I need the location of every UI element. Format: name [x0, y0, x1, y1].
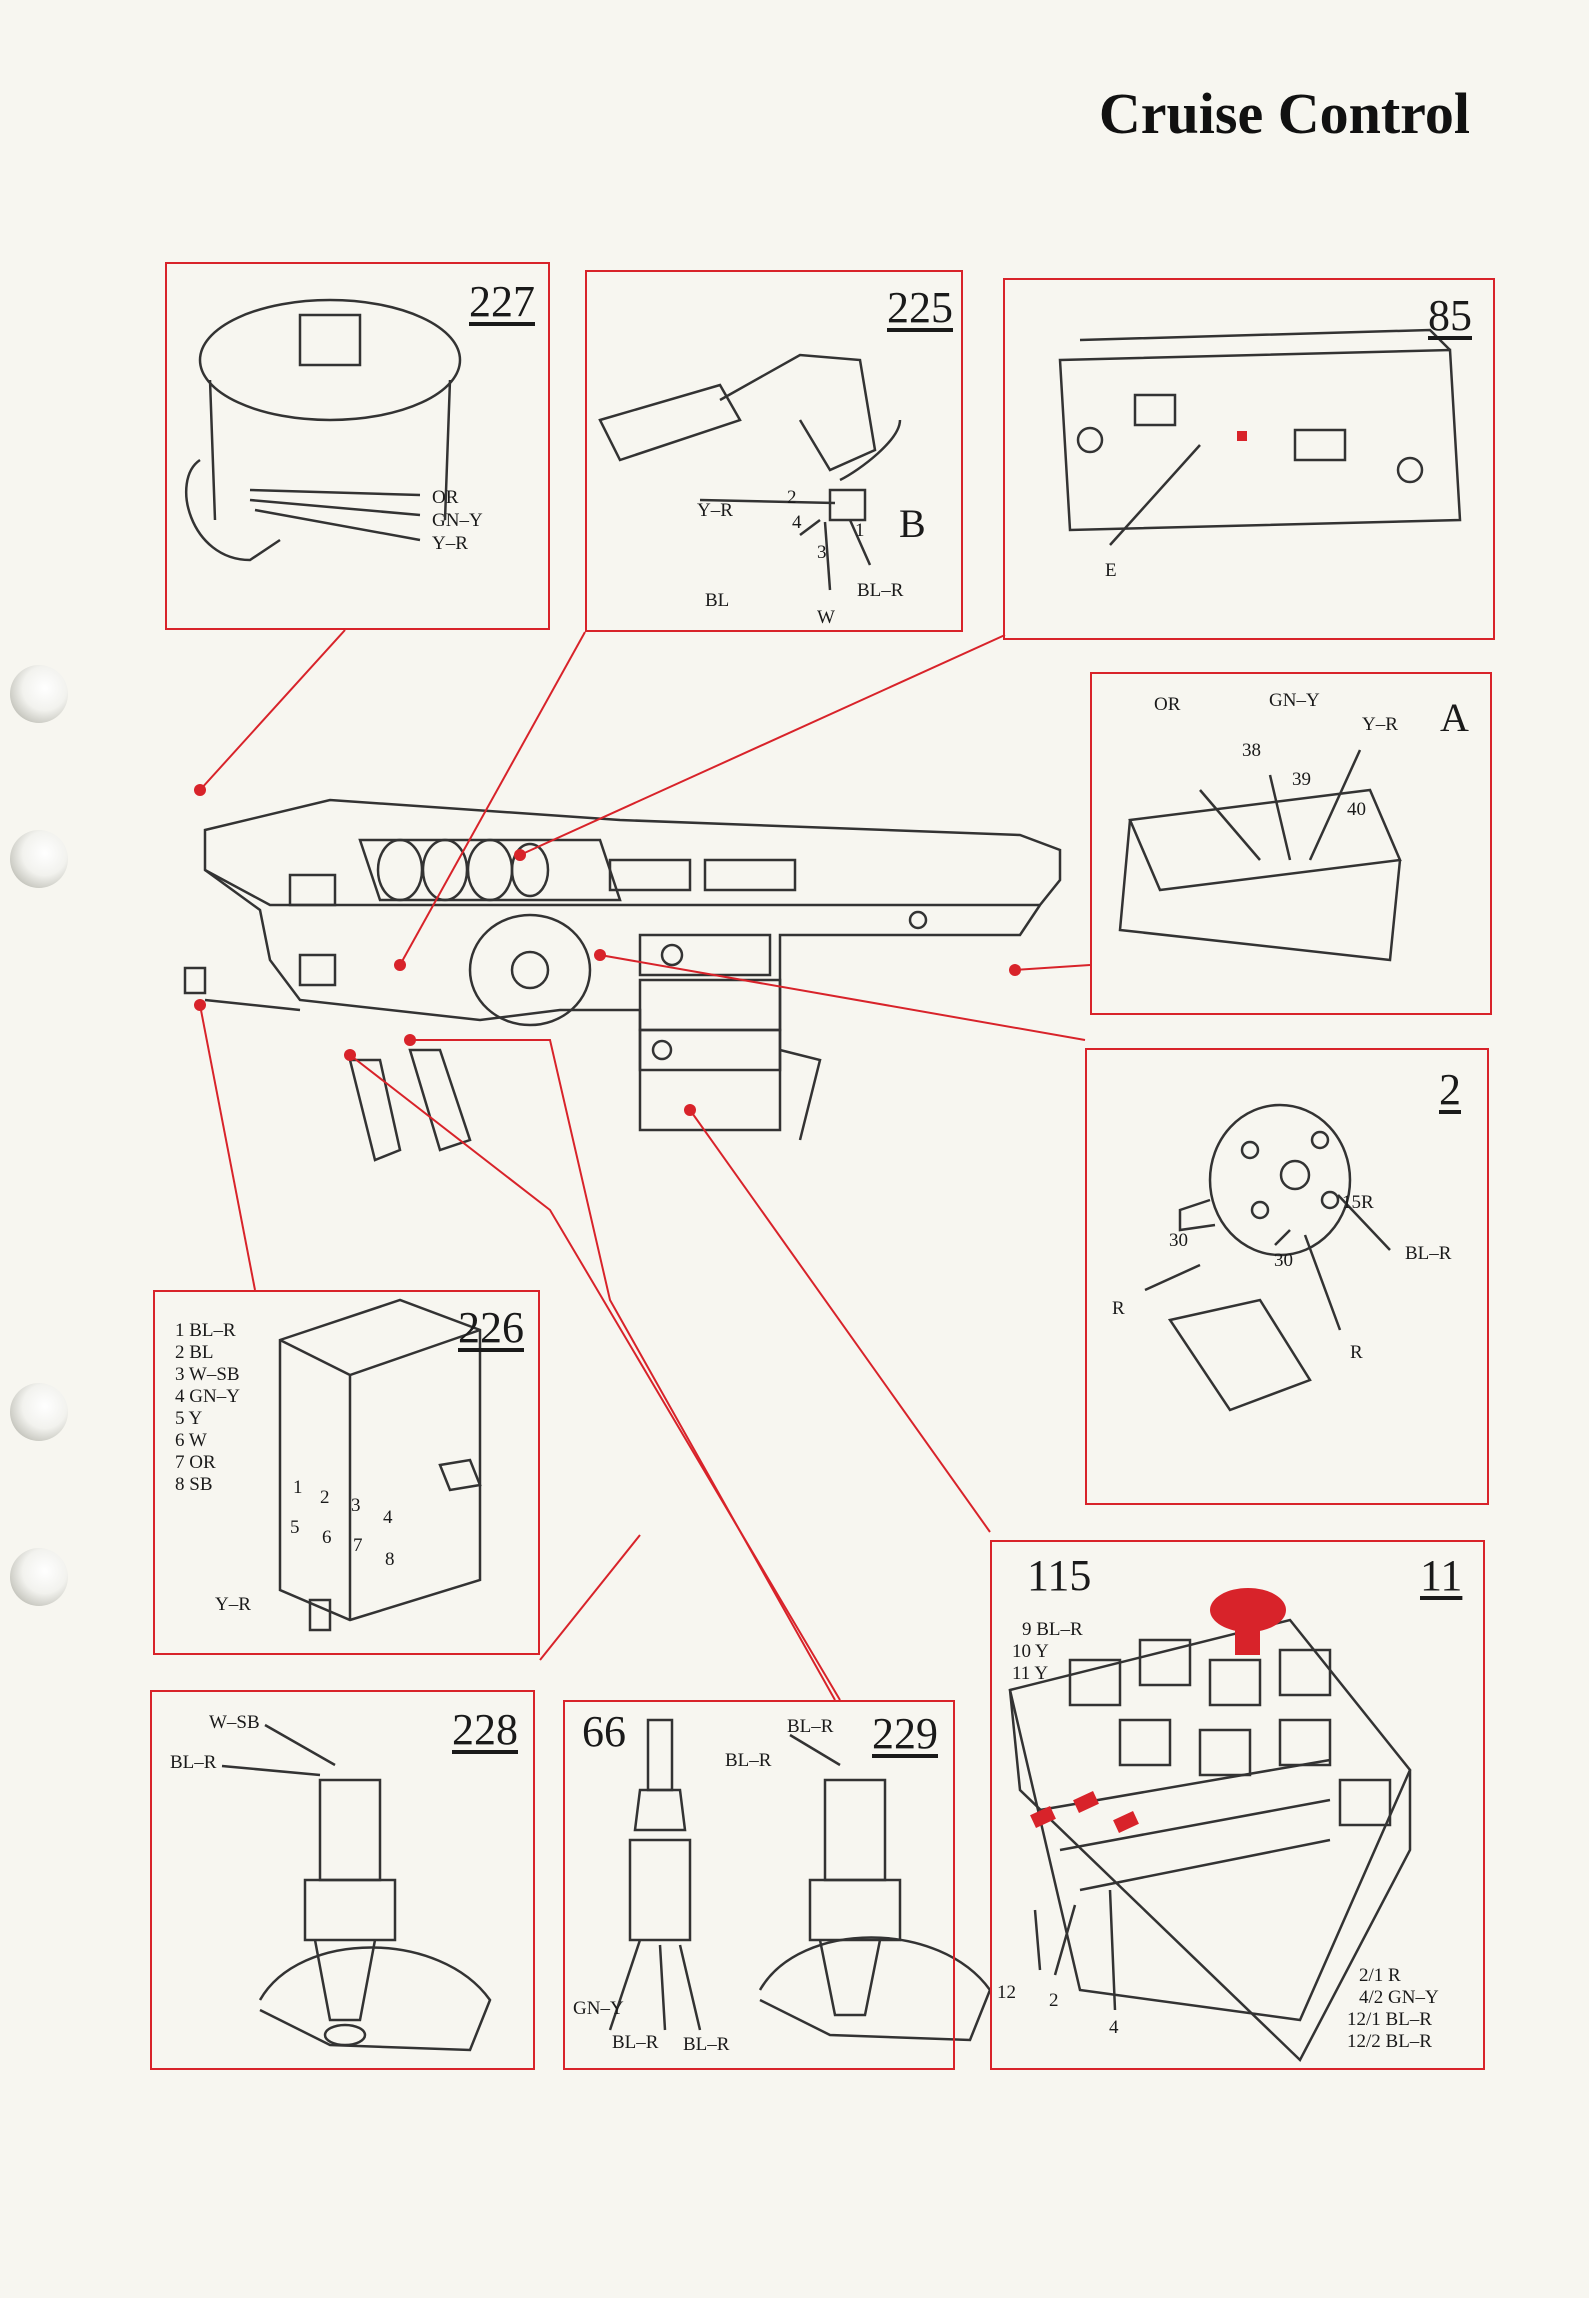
fuse-callout: 12 [997, 1982, 1016, 2003]
pin-number: 5 [290, 1517, 300, 1538]
pin-number: 3 [817, 542, 827, 563]
panel-225: 225 B 2 4 1 3 Y–R BL W BL–R [585, 270, 963, 632]
panel-85: 85 E [1003, 278, 1495, 640]
relay-pin-item: 11 Y [1012, 1663, 1049, 1684]
wire-label: BL–R [857, 580, 904, 601]
panel-number: 66 [582, 1707, 626, 1756]
pinout-item: 2 BL [175, 1342, 214, 1363]
wire-label: GN–Y [432, 510, 483, 531]
pin-number: 38 [1242, 740, 1261, 761]
wire-label: BL [705, 590, 730, 611]
relay-pin-item: 9 BL–R [1022, 1619, 1083, 1640]
pinout-item: 8 SB [175, 1474, 213, 1495]
panel-227: 227 OR GN–Y Y–R [165, 262, 550, 630]
wire-label: BL–R [1405, 1243, 1452, 1264]
wire-label: W [817, 607, 835, 628]
binder-hole [10, 665, 68, 723]
panel-number: 229 [872, 1709, 938, 1758]
terminal-label: 15R [1342, 1192, 1374, 1213]
fuse-wire-item: 12/2 BL–R [1347, 2031, 1432, 2052]
pinout-item: 5 Y [175, 1408, 203, 1429]
pin-number: 2 [320, 1487, 330, 1508]
wire-label: BL–R [170, 1752, 217, 1773]
panel-number: 115 [1027, 1551, 1092, 1600]
terminal-label: 30 [1169, 1230, 1188, 1251]
dashboard-outline [203, 798, 1062, 1132]
pinout-list: 1 BL–R 2 BL 3 W–SB 4 GN–Y 5 Y 6 W 7 OR 8… [175, 1320, 240, 1496]
panel-228: 228 W–SB BL–R [150, 1690, 535, 2070]
panel-number: 227 [469, 277, 535, 326]
wire-label: BL–R [725, 1750, 772, 1771]
wire-label: OR [432, 487, 459, 508]
wire-label: Y–R [697, 500, 733, 521]
wire-label: GN–Y [573, 1998, 624, 2019]
panel-229: 66 229 BL–R BL–R GN–Y BL–R BL–R [563, 1700, 955, 2070]
pin-number: 39 [1292, 769, 1311, 790]
panel-226: 226 1 BL–R 2 BL 3 W–SB 4 GN–Y 5 Y 6 W 7 … [153, 1290, 540, 1655]
panel-number: 85 [1428, 291, 1472, 340]
terminal-label: 30 [1274, 1250, 1293, 1271]
relay-pin-list: 9 BL–R 10 Y 11 Y [1012, 1619, 1083, 1685]
pin-number: 40 [1347, 799, 1366, 820]
pinout-item: 4 GN–Y [175, 1386, 240, 1407]
wire-label: Y–R [215, 1594, 251, 1615]
wire-label: OR [1154, 694, 1181, 715]
fuse-wire-item: 4/2 GN–Y [1359, 1987, 1439, 2008]
fuse-callout: 2 [1049, 1990, 1059, 2011]
pin-number: 2 [787, 487, 797, 508]
pin-number: 8 [385, 1549, 395, 1570]
panel-number: 2 [1439, 1065, 1461, 1114]
pin-number: 4 [383, 1507, 393, 1528]
fuse-wire-list: 2/1 R 4/2 GN–Y 12/1 BL–R 12/2 BL–R [1347, 1965, 1439, 2053]
panel-number: 11 [1420, 1551, 1463, 1600]
page-title: Cruise Control [1098, 81, 1470, 146]
pinout-item: 3 W–SB [175, 1364, 240, 1385]
binder-hole [10, 1383, 68, 1441]
fuse-wire-item: 2/1 R [1359, 1965, 1401, 1986]
wire-label: GN–Y [1269, 690, 1320, 711]
wire-label: R [1350, 1342, 1363, 1363]
pin-number: 3 [351, 1495, 361, 1516]
binder-hole [10, 830, 68, 888]
pinout-item: 1 BL–R [175, 1320, 236, 1341]
panel-number: 228 [452, 1705, 518, 1754]
panel-A: A OR GN–Y Y–R 38 39 40 [1090, 672, 1492, 1015]
wire-label: BL–R [612, 2032, 659, 2053]
pinout-item: 6 W [175, 1430, 207, 1451]
wire-label: BL–R [787, 1716, 834, 1737]
fuse-callout: 4 [1109, 2017, 1119, 2038]
panel-11: 115 11 9 BL–R 10 Y 11 Y 12 2 4 2/1 R 4/2… [990, 1540, 1485, 2070]
pin-number: 6 [322, 1527, 332, 1548]
fuse-wire-item: 12/1 BL–R [1347, 2009, 1432, 2030]
callout-letter: B [899, 501, 926, 546]
pin-number: 1 [855, 520, 865, 541]
panel-2: 2 15R BL–R 30 30 R R [1085, 1048, 1489, 1505]
wire-label: W–SB [209, 1712, 260, 1733]
pin-number: 7 [353, 1535, 363, 1556]
binder-hole [10, 1548, 68, 1606]
wire-label: BL–R [683, 2034, 730, 2055]
pinout-item: 7 OR [175, 1452, 216, 1473]
pin-number: 4 [792, 512, 802, 533]
pin-number: 1 [293, 1477, 303, 1498]
wire-label: Y–R [1362, 714, 1398, 735]
callout-letter: E [1105, 560, 1117, 581]
wire-label: Y–R [432, 533, 468, 554]
panel-number: 226 [458, 1303, 524, 1352]
wire-label: R [1112, 1298, 1125, 1319]
relay-pin-item: 10 Y [1012, 1641, 1049, 1662]
callout-letter: A [1440, 695, 1469, 740]
panel-number: 225 [887, 283, 953, 332]
